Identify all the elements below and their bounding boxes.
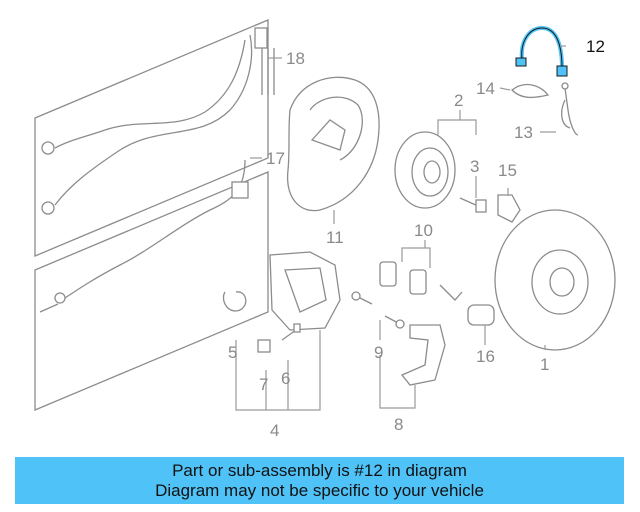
guide-sleeve — [257, 339, 271, 353]
hub-bolt — [459, 197, 487, 213]
callout-7: 7 — [259, 375, 268, 394]
guide-pins — [351, 291, 405, 329]
banner-line-1: Part or sub-assembly is #12 in diagram — [172, 460, 467, 480]
callout-14: 14 — [476, 79, 495, 98]
callout-4: 4 — [270, 421, 279, 440]
backing-plate — [286, 76, 380, 212]
callout-13: 13 — [514, 123, 533, 142]
sensor-panel-lower — [34, 159, 269, 411]
sensor-bracket — [497, 194, 521, 223]
callout-18: 18 — [286, 49, 305, 68]
callout-2: 2 — [454, 91, 463, 110]
callout-10: 10 — [414, 221, 433, 240]
banner-line-2: Diagram may not be specific to your vehi… — [155, 480, 484, 500]
callout-1: 1 — [540, 355, 549, 374]
sensor-panel-upper — [34, 19, 275, 257]
callout-8: 8 — [394, 415, 403, 434]
caliper-carrier — [400, 324, 446, 386]
parts-diagram: 1 2 3 4 5 6 7 8 9 10 11 12 13 14 15 16 1… — [34, 19, 616, 440]
info-banner: Part or sub-assembly is #12 in diagram D… — [15, 457, 624, 504]
callout-16: 16 — [476, 347, 495, 366]
callout-6: 6 — [281, 369, 290, 388]
brake-caliper — [269, 251, 341, 331]
callout-9: 9 — [374, 343, 383, 362]
leader-lines — [235, 45, 566, 411]
caliper-spring — [222, 291, 247, 312]
hose-bracket — [511, 83, 550, 99]
callout-17: 17 — [266, 149, 285, 168]
callout-12: 12 — [586, 37, 605, 56]
callout-11: 11 — [326, 228, 344, 247]
brake-hose-highlighted — [515, 25, 568, 77]
callout-3: 3 — [470, 157, 479, 176]
callout-15: 15 — [498, 161, 517, 180]
brake-line — [561, 82, 579, 136]
brake-pads — [379, 261, 463, 301]
callout-5: 5 — [228, 343, 237, 362]
wheel-hub — [394, 131, 456, 209]
bleeder-screw — [281, 323, 301, 341]
brake-rotor — [494, 209, 616, 351]
dust-cap — [467, 304, 495, 326]
